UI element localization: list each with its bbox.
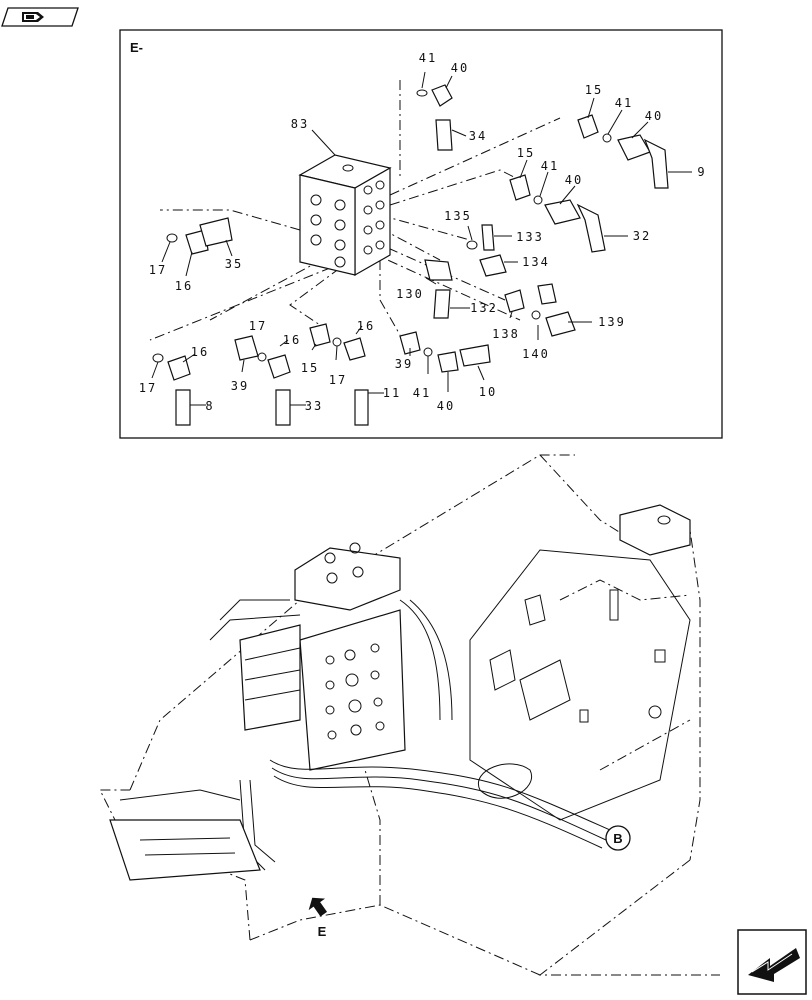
callout-16: 16	[191, 345, 209, 359]
callout-41: 41	[615, 96, 633, 110]
valve-block	[298, 154, 392, 277]
callout-130: 130	[396, 287, 424, 301]
next-page-arrow-icon[interactable]	[737, 929, 807, 995]
callout-40: 40	[437, 399, 455, 413]
callout-15: 15	[517, 146, 535, 160]
callout-labels: 41 40 34 83 15 41 40 9 15 41 40 32 135 1…	[139, 51, 706, 413]
callout-40: 40	[565, 173, 583, 187]
callout-83: 83	[291, 117, 309, 131]
callout-16: 16	[175, 279, 193, 293]
callout-33: 33	[305, 399, 323, 413]
machine-assembly-view	[99, 454, 720, 976]
callout-15: 15	[301, 361, 319, 375]
callout-32: 32	[633, 229, 651, 243]
callout-17: 17	[329, 373, 347, 387]
callout-41: 41	[413, 386, 431, 400]
detail-frame	[119, 29, 723, 439]
callout-9: 9	[697, 165, 706, 179]
callout-40: 40	[645, 109, 663, 123]
callout-34: 34	[469, 129, 487, 143]
callout-15: 15	[585, 83, 603, 97]
callout-133: 133	[516, 230, 544, 244]
callout-16: 16	[357, 319, 375, 333]
detail-title: E-	[130, 40, 143, 55]
callout-8: 8	[205, 399, 214, 413]
callout-132: 132	[470, 301, 498, 315]
callout-17: 17	[249, 319, 267, 333]
callout-16: 16	[283, 333, 301, 347]
callout-140: 140	[522, 347, 550, 361]
callout-39: 39	[395, 357, 413, 371]
view-marker-label: E	[318, 924, 327, 939]
callout-11: 11	[383, 386, 401, 400]
callout-139: 139	[598, 315, 626, 329]
callout-10: 10	[479, 385, 497, 399]
callout-17: 17	[149, 263, 167, 277]
leader-lines	[151, 71, 692, 406]
callout-40: 40	[451, 61, 469, 75]
callout-39: 39	[231, 379, 249, 393]
valve-ports	[325, 643, 385, 740]
detail-fittings	[152, 84, 669, 426]
callout-138: 138	[492, 327, 520, 341]
connector-marker-label: B	[613, 831, 622, 846]
callout-134: 134	[522, 255, 550, 269]
view-marker-e: E	[308, 897, 328, 939]
callout-35: 35	[225, 257, 243, 271]
callout-41: 41	[419, 51, 437, 65]
callout-135: 135	[444, 209, 472, 223]
callout-41: 41	[541, 159, 559, 173]
connector-marker-b: B	[605, 825, 631, 851]
book-arrow-icon[interactable]	[1, 7, 79, 27]
detail-routing-lines	[149, 80, 561, 341]
callout-17: 17	[139, 381, 157, 395]
